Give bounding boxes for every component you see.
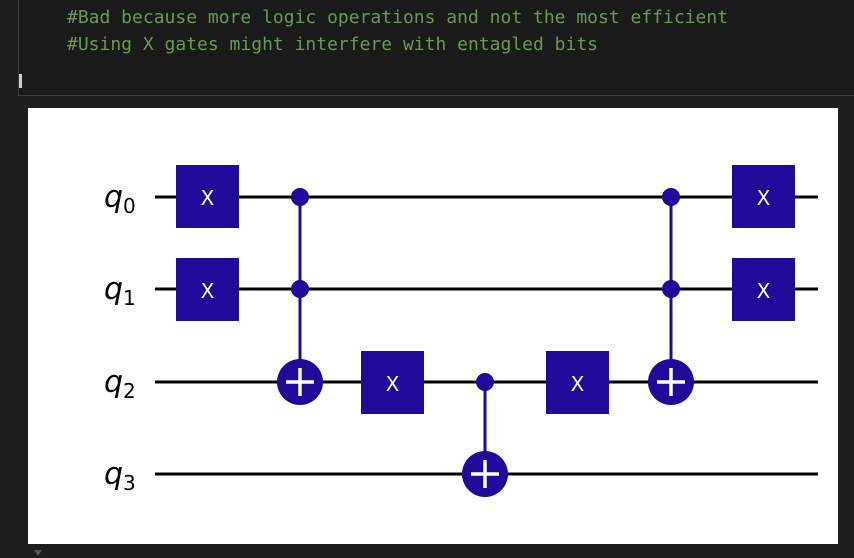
toffoli-gate-1	[277, 188, 323, 405]
svg-text:q: q	[104, 457, 123, 492]
control-dot	[291, 280, 309, 298]
qubit-label-q0: q 0	[104, 180, 136, 218]
control-dot	[476, 373, 494, 391]
toffoli-gate-2	[648, 188, 694, 405]
qubit-label-q1: q 1	[104, 272, 136, 310]
svg-text:q: q	[104, 180, 123, 215]
svg-text:q: q	[104, 365, 123, 400]
code-comment-line-1: #Bad because more logic operations and n…	[67, 7, 729, 28]
control-dot	[662, 188, 680, 206]
qubit-label-q3: q 3	[104, 457, 136, 495]
svg-text:q: q	[104, 272, 123, 307]
circuit-svg: q 0 q 1 q 2 q 3 X X	[104, 165, 818, 497]
svg-text:X: X	[201, 279, 215, 303]
svg-text:X: X	[386, 372, 400, 396]
control-dot	[291, 188, 309, 206]
svg-text:X: X	[201, 186, 215, 210]
x-gate-q2-col3: X	[361, 351, 424, 414]
svg-text:X: X	[757, 186, 771, 210]
x-gate-q1-col7: X	[732, 258, 795, 321]
svg-text:X: X	[571, 372, 585, 396]
svg-text:3: 3	[123, 471, 136, 495]
svg-text:X: X	[757, 279, 771, 303]
control-dot	[662, 280, 680, 298]
x-gate-q0-col7: X	[732, 165, 795, 228]
scroll-down-icon[interactable]	[34, 550, 42, 556]
code-comment-line-2: #Using X gates might interfere with enta…	[67, 34, 599, 55]
qubit-label-q2: q 2	[104, 365, 136, 403]
x-gate-q2-col5: X	[546, 351, 609, 414]
cell-active-marker	[19, 74, 22, 88]
code-cell[interactable]: #Bad because more logic operations and n…	[18, 0, 854, 96]
cnot-gate	[462, 373, 508, 497]
svg-text:2: 2	[123, 379, 136, 403]
svg-text:1: 1	[123, 286, 136, 310]
svg-text:0: 0	[123, 194, 136, 218]
circuit-diagram: q 0 q 1 q 2 q 3 X X	[28, 108, 838, 544]
x-gate-q1-col1: X	[176, 258, 239, 321]
x-gate-q0-col1: X	[176, 165, 239, 228]
